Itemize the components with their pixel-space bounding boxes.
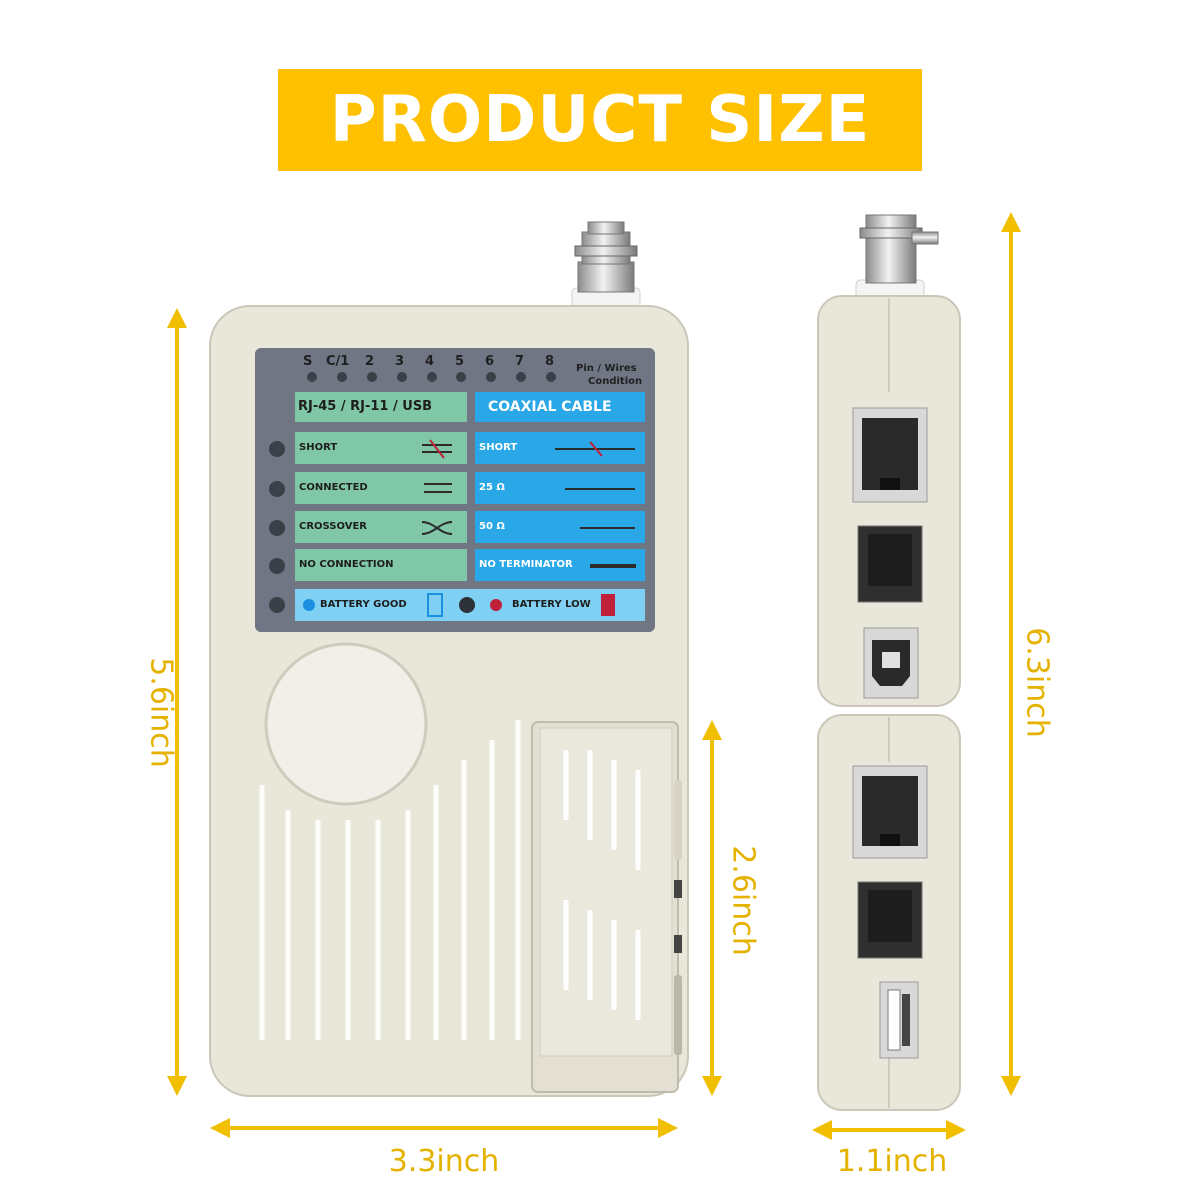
left-label-boxes (295, 392, 467, 581)
pin-label-row: S C/1 2 3 4 5 6 7 8 (255, 350, 655, 380)
bnc-connector-side (855, 214, 939, 299)
product-size-banner: PRODUCT SIZE (278, 69, 922, 171)
pin-label: 2 (365, 354, 375, 369)
front-device (209, 221, 689, 1097)
left-row-label: CROSSOVER (299, 521, 367, 532)
usb-b-port (863, 627, 919, 699)
left-header: RJ-45 / RJ-11 / USB (298, 399, 433, 414)
pin-condition-line2: Condition (588, 376, 643, 387)
rj45-port-bottom (852, 765, 928, 859)
pin-label: 3 (395, 354, 405, 369)
pin-label: S (303, 354, 313, 369)
side-height-label: 6.3inch (1019, 627, 1055, 738)
remote-unit-front (531, 721, 682, 1093)
banner-title: PRODUCT SIZE (329, 83, 871, 157)
right-row-label: 25 Ω (479, 482, 505, 493)
remote-height-label: 2.6inch (725, 845, 761, 956)
led-crossover (269, 520, 285, 536)
led-no-connection (269, 558, 285, 574)
usb-a-port (879, 981, 919, 1059)
side-width-label: 1.1inch (836, 1144, 948, 1179)
led-battery (269, 597, 285, 613)
bnc-connector-front (571, 221, 641, 309)
left-row-label: SHORT (299, 442, 338, 453)
right-row-label: 50 Ω (479, 521, 505, 532)
right-header: COAXIAL CABLE (488, 399, 612, 415)
pin-label: 5 (455, 354, 465, 369)
pin-label: 8 (545, 354, 555, 369)
front-width-label: 3.3inch (388, 1144, 500, 1179)
rj11-port-top (857, 525, 923, 603)
pin-label: 7 (515, 354, 525, 369)
pin-condition-line1: Pin / Wires (576, 363, 637, 374)
battery-low-label: BATTERY LOW (512, 599, 591, 610)
right-row-label: SHORT (479, 442, 518, 453)
side-device (817, 214, 961, 1111)
left-row-label: CONNECTED (299, 482, 368, 493)
pin-label: C/1 (326, 354, 350, 369)
rj11-port-bottom (857, 881, 923, 959)
test-button (264, 642, 428, 806)
right-row-label: NO TERMINATOR (479, 559, 573, 570)
led-short (269, 441, 285, 457)
pin-label: 6 (485, 354, 495, 369)
left-row-label: NO CONNECTION (299, 559, 394, 570)
front-height-label: 5.6inch (143, 657, 179, 768)
led-connected (269, 481, 285, 497)
battery-good-label: BATTERY GOOD (320, 599, 407, 610)
pin-label: 4 (425, 354, 435, 369)
rj45-port-top (852, 407, 928, 503)
